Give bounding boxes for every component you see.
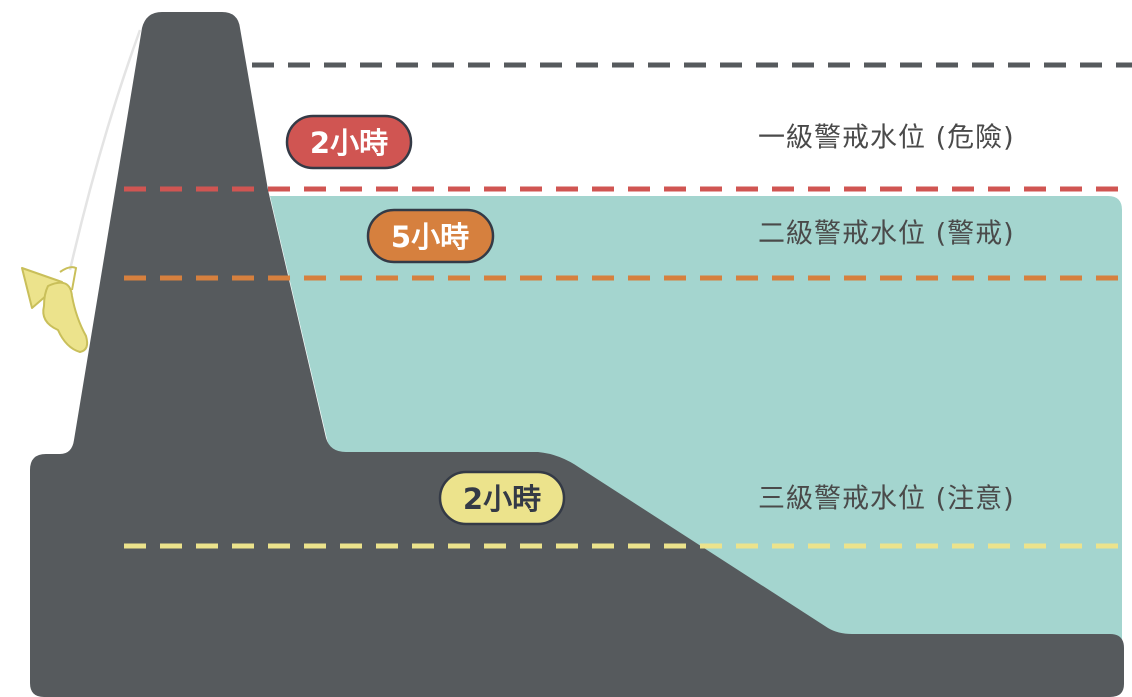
pill-level-3: 2小時 (438, 470, 566, 526)
dam-terrain (30, 12, 1124, 697)
rope (68, 29, 142, 271)
svg-text:2小時: 2小時 (310, 126, 388, 160)
pill-level-2: 5小時 (366, 208, 495, 264)
level-1-label: 一級警戒水位 (危險) (758, 123, 1015, 154)
pill-level-1: 2小時 (285, 114, 413, 170)
level-2-label: 二級警戒水位 (警戒) (758, 219, 1015, 250)
svg-text:2小時: 2小時 (463, 482, 541, 516)
level-3-label: 三級警戒水位 (注意) (758, 484, 1015, 515)
water-body (270, 196, 1122, 640)
svg-text:5小時: 5小時 (391, 220, 469, 254)
hanging-figure-icon (21, 266, 89, 353)
